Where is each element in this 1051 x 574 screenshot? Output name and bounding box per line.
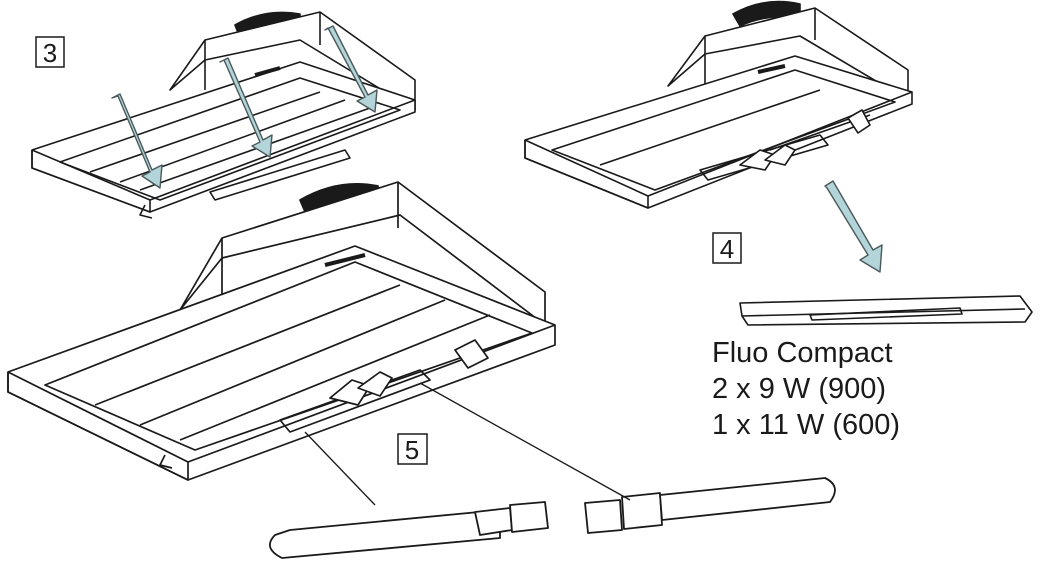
hood-top-left — [31, 11, 416, 219]
arrows — [111, 25, 883, 273]
arrow-1 — [111, 93, 163, 189]
lamp-specification: Fluo Compact 2 x 9 W (900) 1 x 11 W (600… — [712, 335, 900, 443]
light-cover-part — [739, 295, 1033, 326]
arrow-3 — [324, 25, 378, 113]
svg-text:3: 3 — [43, 38, 57, 68]
svg-text:4: 4 — [720, 234, 734, 264]
spec-line-1: Fluo Compact — [712, 337, 893, 369]
fluo-tube-right — [584, 477, 836, 534]
step-3-label: 3 — [35, 36, 65, 68]
svg-text:5: 5 — [405, 435, 419, 465]
leader-lines — [304, 382, 631, 506]
arrow-4 — [824, 180, 883, 273]
spec-line-3: 1 x 11 W (600) — [712, 409, 901, 441]
fluo-tube-left — [268, 501, 549, 559]
arrow-2 — [219, 57, 273, 158]
step-5-label: 5 — [397, 433, 428, 465]
hood-large — [7, 181, 556, 481]
hood-top-right — [524, 0, 913, 209]
spec-line-2: 2 x 9 W (900) — [712, 373, 887, 405]
step-4-label: 4 — [712, 232, 742, 264]
